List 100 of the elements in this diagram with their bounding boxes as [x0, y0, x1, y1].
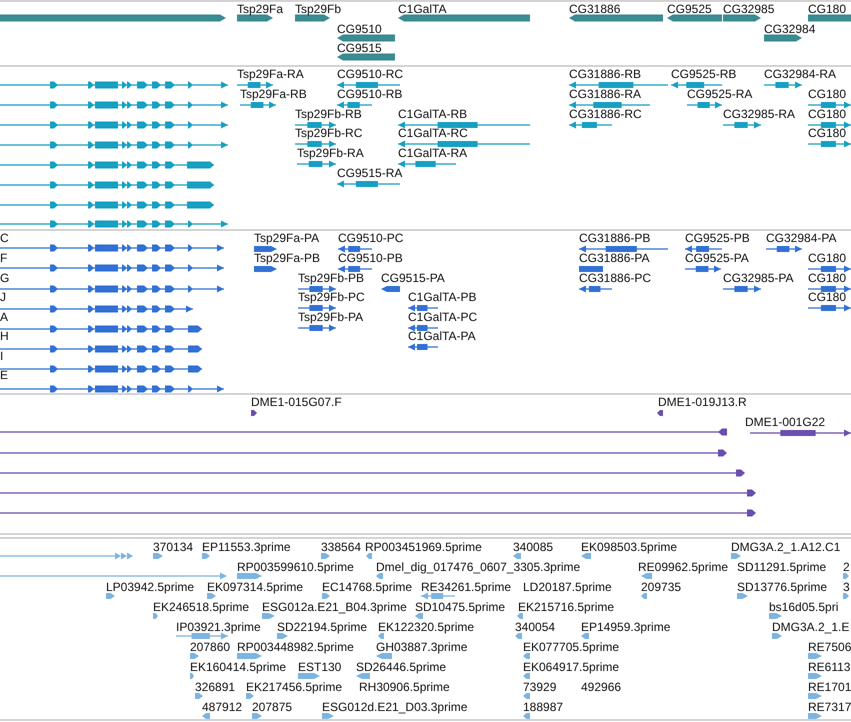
feature-label: SD26446.5prime: [356, 660, 446, 674]
feature-label: EK098503.5prime: [581, 540, 678, 554]
track-row-label: A: [0, 310, 8, 324]
feature-label: 209735: [641, 580, 682, 594]
feature-label: SD10475.5prime: [415, 600, 506, 614]
feature-label: CG9515-PA: [381, 271, 445, 285]
feature-label: CG9510-PC: [338, 231, 404, 245]
feature-label: C1GalTA: [398, 2, 446, 16]
feature-label: DME1-019J13.R: [658, 395, 747, 409]
feature-label: Tsp29Fa-RA: [237, 67, 304, 81]
feature-label: CG9510-RC: [337, 67, 404, 81]
feature-label: EST130: [298, 660, 342, 674]
feature-label: EK246518.5prime: [153, 600, 250, 614]
feature-label: CG9510: [337, 22, 382, 36]
feature-label: RE7506: [808, 640, 851, 654]
feature-label: LP03942.5prime: [106, 580, 194, 594]
feature-label: CG180: [808, 2, 846, 16]
feature-label: CG9525-PA: [685, 251, 749, 265]
feature-label: CG31886: [569, 2, 620, 16]
feature-label: CG9515-RA: [337, 166, 402, 180]
feature-label: EP14959.3prime: [581, 620, 670, 634]
feature-label: 3: [843, 580, 850, 594]
feature-label: 340054: [515, 620, 556, 634]
track-row-label: E: [0, 368, 8, 382]
feature-label: 207875: [252, 700, 292, 714]
feature-label: RP003448982.5prime: [237, 640, 354, 654]
track-row-label: G: [0, 271, 10, 285]
feature-label: CG9525-RA: [687, 87, 752, 101]
feature-label: EK077705.5prime: [523, 640, 620, 654]
feature-label: EK064917.5prime: [523, 660, 620, 674]
feature-label: Tsp29Fa: [237, 2, 284, 16]
feature-label: C1GalTA-RC: [398, 126, 468, 140]
feature-label: CG180: [808, 271, 846, 285]
feature-label: CG32984: [764, 22, 816, 36]
feature-label: EK217456.5prime: [246, 680, 342, 694]
feature-label: CG9525-PB: [685, 231, 750, 245]
feature-label: ESG012a.E21_B04.3prime: [262, 600, 407, 614]
feature-label: DMG3A.2_1.E: [772, 620, 850, 634]
feature-label: CG9515: [337, 41, 382, 55]
feature-label: 338564: [321, 540, 362, 554]
feature-label: Dmel_dig_017476_0607_3305.3prime: [376, 560, 580, 574]
feature-label: 340085: [513, 540, 554, 554]
feature-label: RE6113: [808, 660, 850, 674]
feature-label: CG180: [808, 290, 846, 304]
feature-label: CG9510-RB: [337, 87, 402, 101]
feature-label: CG31886-RB: [569, 67, 642, 81]
feature-label: CG31886-RC: [569, 107, 642, 121]
feature-label: RE09962.5prime: [638, 560, 728, 574]
feature-label: Tsp29Fa-RB: [240, 87, 307, 101]
feature-label: RE1701: [808, 680, 851, 694]
feature-label: EK097314.5prime: [207, 580, 304, 594]
feature-label: RE7317: [808, 700, 851, 714]
feature-label: EK122320.5prime: [378, 620, 474, 634]
feature-label: 2: [843, 560, 850, 574]
feature-label: CG9510-PB: [338, 251, 403, 265]
feature-label: Tsp29Fb: [295, 2, 342, 16]
feature-label: CG31886-PC: [579, 271, 652, 285]
feature-label: RP003599610.5prime: [237, 560, 354, 574]
feature-label: EC14768.5prime: [322, 580, 412, 594]
feature-label: CG180: [808, 126, 846, 140]
feature-label: 188987: [523, 700, 564, 714]
feature-label: ESG012d.E21_D03.3prime: [322, 700, 468, 714]
track-row-label: C: [0, 231, 9, 245]
track-row-label: RH30906.5prime: [359, 680, 450, 694]
feature-label: C1GalTA-RA: [398, 146, 468, 160]
feature-label: CG9525-RB: [671, 67, 736, 81]
feature-label: DME1-001G22: [745, 415, 826, 429]
feature-label: EK160414.5prime: [190, 660, 286, 674]
feature-label: EP11553.3prime: [202, 540, 290, 554]
feature-label: GH03887.3prime: [376, 640, 468, 654]
feature-label: Tsp29Fa-PA: [254, 231, 320, 245]
feature-label: CG31886-PA: [579, 251, 650, 265]
track-row-label: F: [0, 251, 8, 265]
track-row-label: SD11291.5prime: [737, 560, 826, 574]
feature-label: IP03921.3prime: [176, 620, 261, 634]
feature-label: 207860: [190, 640, 230, 654]
track-row-label: J: [0, 290, 6, 304]
feature-label: C1GalTA-PC: [408, 310, 478, 324]
feature-label: SD13776.5prime: [737, 580, 828, 594]
feature-label: CG32985: [723, 2, 774, 16]
feature-label: CG180: [808, 87, 846, 101]
feature-label: CG32984-PA: [766, 231, 836, 245]
feature-label: Tsp29Fb-PA: [298, 310, 364, 324]
track-row-label: LD20187.5prime: [523, 580, 612, 594]
track-row-label: I: [0, 349, 4, 363]
feature-label: Tsp29Fb-PC: [298, 290, 365, 304]
feature-label: CG32985-RA: [723, 107, 796, 121]
feature-label: CG31886-RA: [569, 87, 642, 101]
feature-label: EK215716.5prime: [518, 600, 614, 614]
feature-label: Tsp29Fb-RA: [297, 146, 364, 160]
feature-label: Tsp29Fa-PB: [254, 251, 320, 265]
track-row-label: H: [0, 329, 9, 343]
feature-label: Tsp29Fb-RC: [295, 126, 362, 140]
feature-label: 487912: [202, 700, 242, 714]
feature-label: CG32985-PA: [723, 271, 794, 285]
feature-label: CG9525: [667, 2, 712, 16]
feature-label: 73929: [523, 680, 556, 694]
feature-label: RE34261.5prime: [421, 580, 512, 594]
track-row-label: 492966: [581, 680, 622, 694]
feature-label: SD22194.5prime: [277, 620, 368, 634]
